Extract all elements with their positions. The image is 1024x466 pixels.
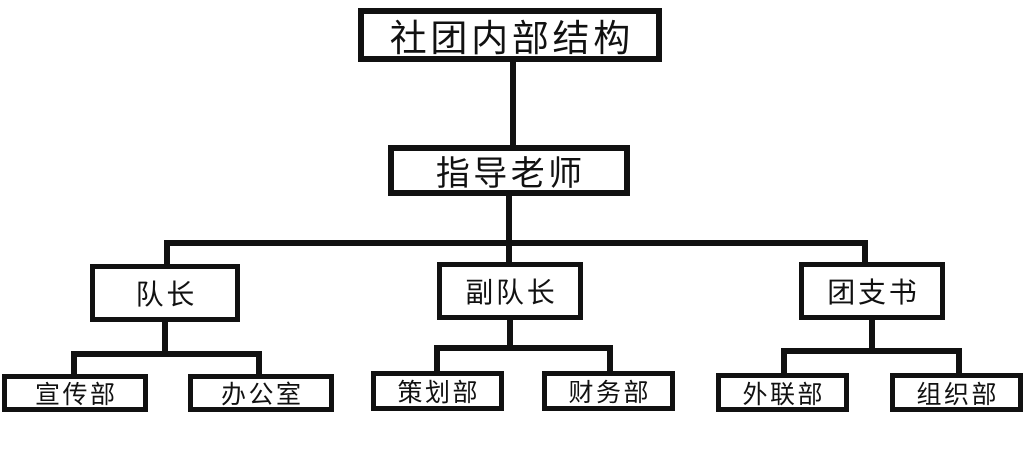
edge-bus-to-league-secretary <box>862 240 868 264</box>
edge-bus-to-captain <box>164 240 170 266</box>
node-external-relations-department: 外联部 <box>716 373 849 412</box>
node-captain: 队长 <box>90 264 240 322</box>
edge-vice-captain-leaf-bus <box>434 345 613 351</box>
edge-captain-leaf-bus <box>71 351 262 357</box>
edge-captain-to-publicity <box>71 351 77 376</box>
node-publicity-department: 宣传部 <box>2 374 148 412</box>
edge-captain-to-office <box>256 351 262 376</box>
node-planning-department: 策划部 <box>371 371 504 411</box>
edge-league-secretary-leaf-bus <box>781 348 962 354</box>
edge-league-secretary-to-external <box>781 348 787 375</box>
edge-level3-horizontal-bus <box>164 240 868 246</box>
edge-root-to-advisor <box>510 62 516 145</box>
edge-bus-to-vice-captain <box>506 240 512 264</box>
edge-league-secretary-to-organization <box>956 348 962 375</box>
edge-advisor-stem <box>506 196 512 244</box>
node-organization-department: 组织部 <box>890 373 1023 412</box>
node-root-club-internal-structure: 社团内部结构 <box>358 8 662 62</box>
edge-vice-captain-stem <box>507 320 513 351</box>
node-office: 办公室 <box>188 374 334 412</box>
node-advisor: 指导老师 <box>388 145 630 196</box>
edge-captain-stem <box>162 322 168 355</box>
edge-league-secretary-stem <box>869 320 875 352</box>
node-league-secretary: 团支书 <box>799 262 945 320</box>
edge-vice-captain-to-finance <box>607 345 613 373</box>
node-vice-captain: 副队长 <box>437 262 583 320</box>
edge-vice-captain-to-planning <box>434 345 440 373</box>
node-finance-department: 财务部 <box>542 371 675 411</box>
